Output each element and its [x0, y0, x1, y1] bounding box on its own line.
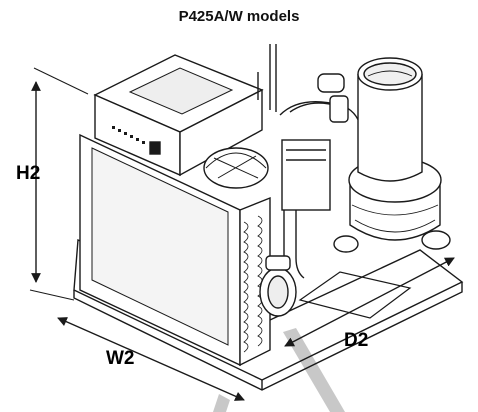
- diagram-title: P425A/W models: [178, 8, 300, 25]
- control-box: [93, 54, 264, 177]
- receiver: [259, 255, 297, 317]
- accumulator-tank: [357, 57, 423, 182]
- depth-label: D2: [344, 330, 369, 351]
- condenser-coil: [79, 133, 271, 367]
- height-label: H2: [16, 163, 41, 184]
- fan-housing: [203, 147, 269, 189]
- dimension-arrows: [29, 67, 455, 401]
- service-valves: [317, 73, 451, 253]
- width-label: W2: [106, 348, 135, 369]
